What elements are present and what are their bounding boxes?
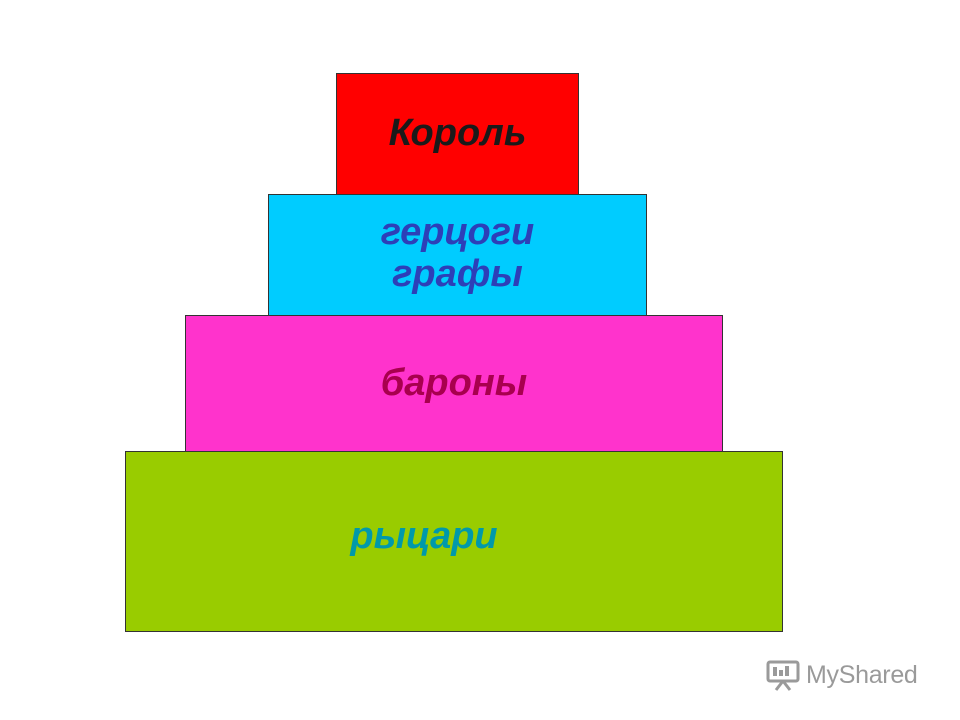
pyramid-tier-knights: рыцари (125, 451, 783, 632)
myshared-watermark: MyShared (766, 657, 918, 693)
pyramid-tier-king: Король (336, 73, 579, 197)
presentation-board-icon (766, 660, 800, 691)
watermark-text: MyShared (806, 660, 918, 689)
tier-barons-label: бароны (380, 362, 528, 404)
tier-dukes-counts-label: герцоги графы (380, 211, 535, 295)
pyramid-tier-barons: бароны (185, 315, 723, 454)
pyramid-tier-dukes-counts: герцоги графы (268, 194, 647, 318)
tier-king-label: Король (388, 112, 527, 154)
tier-knights-label: рыцари (350, 514, 498, 557)
